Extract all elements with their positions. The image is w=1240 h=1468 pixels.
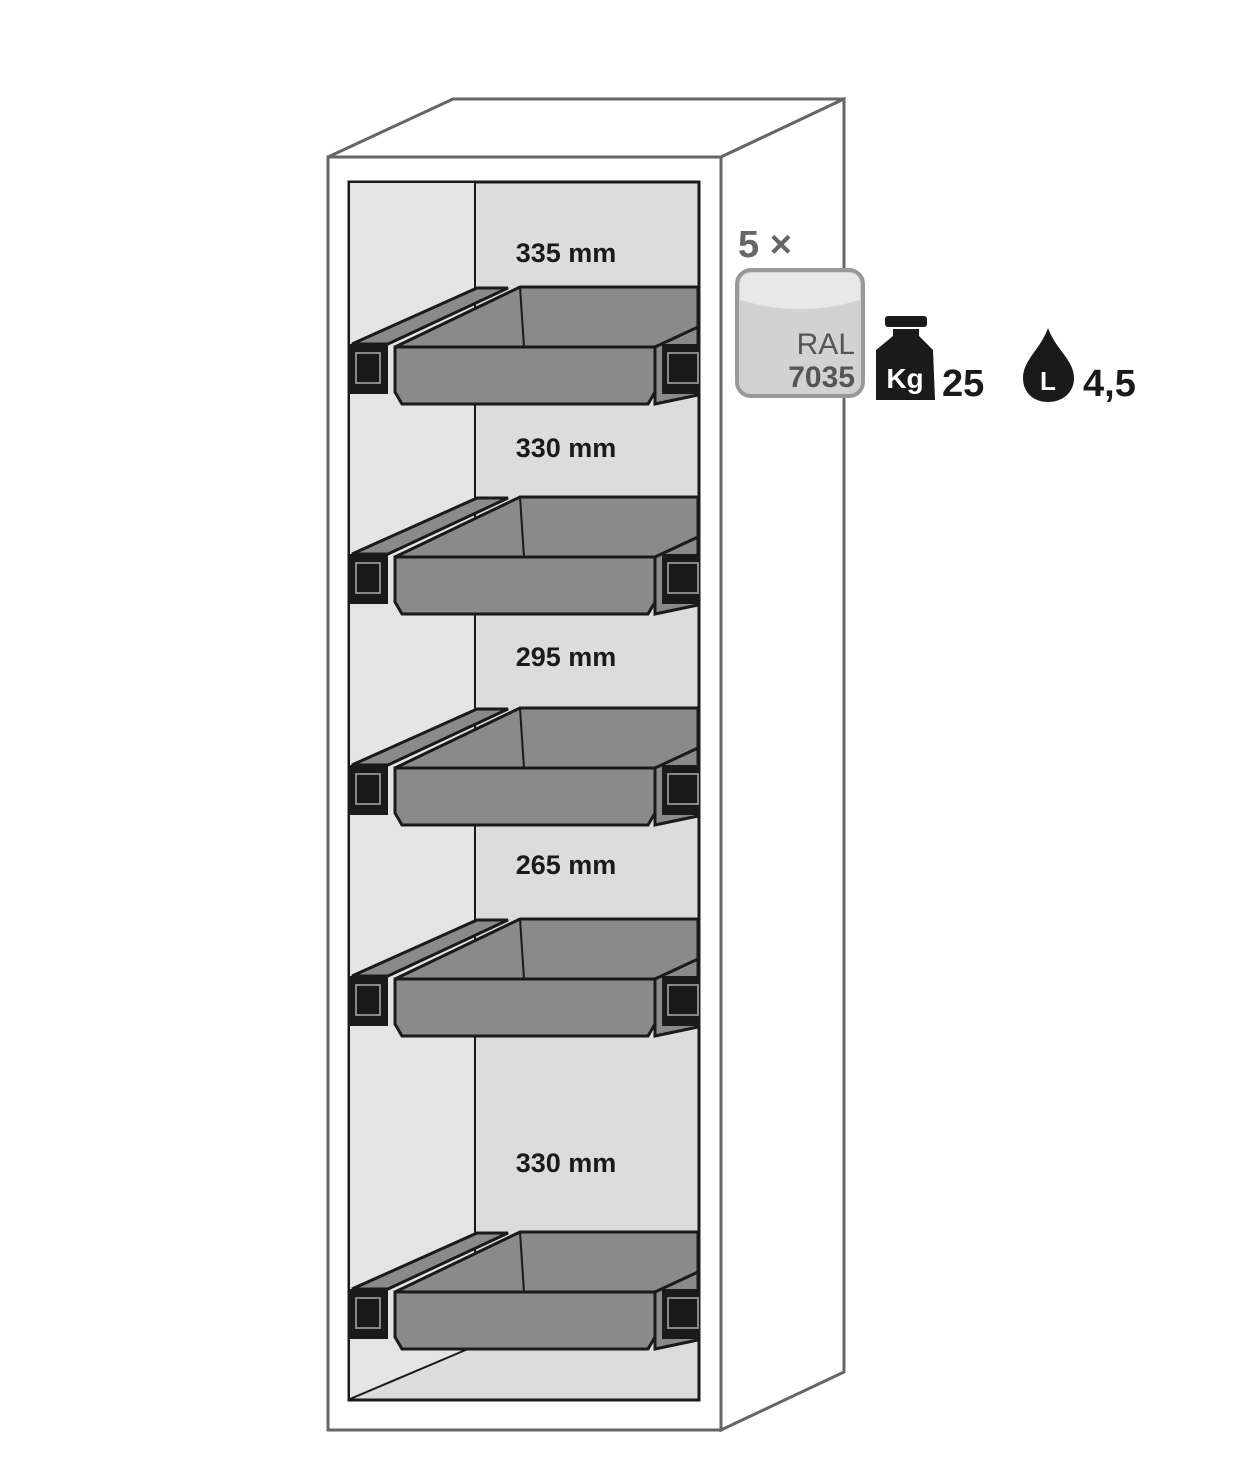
compartment-height-label: 330 mm xyxy=(516,1148,617,1178)
drawer-right-bracket-inner xyxy=(667,352,699,384)
drawer-tray xyxy=(350,495,700,616)
drawer-front xyxy=(393,766,657,827)
svg-text:L: L xyxy=(1040,366,1056,396)
compartment-height-label: 335 mm xyxy=(516,238,617,268)
drawer-right-bracket-inner xyxy=(667,562,699,594)
ral-code: 7035 xyxy=(788,361,855,394)
drawer-tray xyxy=(350,917,700,1038)
drawer-right-bracket-inner xyxy=(667,1297,699,1329)
drawer-left-bracket-inner xyxy=(355,1297,381,1329)
drawer-front xyxy=(393,1290,657,1351)
drawer-count-label: 5 × xyxy=(738,224,792,266)
svg-text:Kg: Kg xyxy=(886,363,923,394)
drawer-front xyxy=(393,977,657,1038)
drawer-tray xyxy=(350,706,700,827)
compartment-height-label: 295 mm xyxy=(516,642,617,672)
drawer-tray xyxy=(350,1230,700,1351)
kg-weight-icon: Kg xyxy=(876,316,935,400)
drawer-inner-edge xyxy=(519,286,525,348)
interior-floor-edge xyxy=(349,1345,476,1400)
drawer-inner-edge xyxy=(519,707,525,769)
drawer-front xyxy=(393,345,657,406)
drawer-inner-edge xyxy=(519,496,525,558)
compartment-height-label: 265 mm xyxy=(516,850,617,880)
drawer-inner-edge xyxy=(519,918,525,980)
drawer-left-bracket-inner xyxy=(355,352,381,384)
compartment-height-label: 330 mm xyxy=(516,433,617,463)
drawer-left-bracket-inner xyxy=(355,984,381,1016)
drawer-tray xyxy=(350,285,700,406)
drawer-front xyxy=(393,555,657,616)
swatch-gloss xyxy=(740,273,860,309)
liquid-drop-icon: L xyxy=(1023,328,1074,402)
ral-label: RAL xyxy=(797,328,855,361)
drawer-right-bracket-inner xyxy=(667,773,699,805)
load-capacity-value: 25 xyxy=(942,363,984,405)
drawer-right-bracket-inner xyxy=(667,984,699,1016)
drawer-left-bracket-inner xyxy=(355,562,381,594)
volume-value: 4,5 xyxy=(1083,363,1136,405)
drawer-left-bracket-inner xyxy=(355,773,381,805)
drawer-inner-edge xyxy=(519,1231,525,1293)
